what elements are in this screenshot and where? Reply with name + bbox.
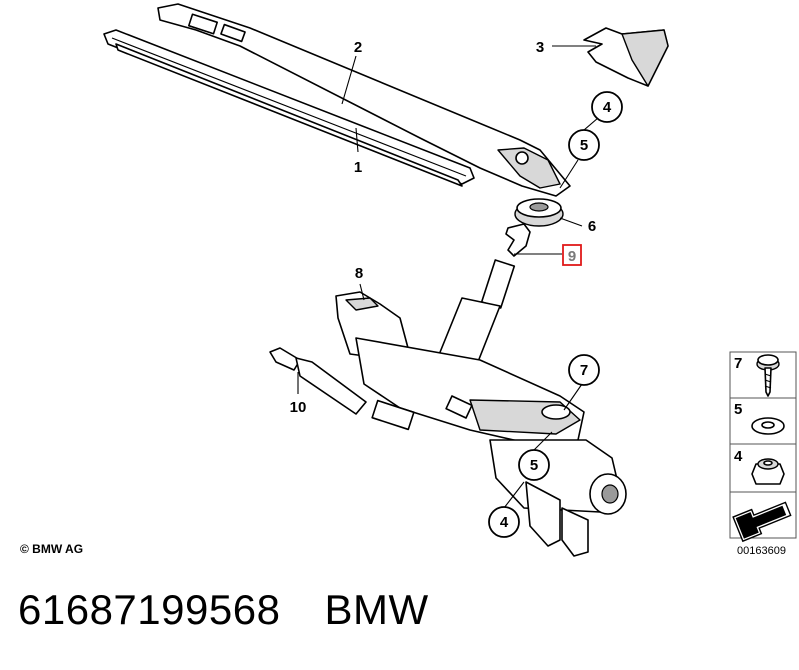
part-caption: 61687199568 BMW xyxy=(18,586,429,634)
svg-text:6: 6 xyxy=(588,218,596,235)
svg-text:3: 3 xyxy=(536,39,544,56)
callout-1: 1 xyxy=(354,159,362,176)
part-number: 61687199568 xyxy=(18,586,281,633)
callout-5-top: 5 xyxy=(568,129,600,161)
copyright: © BMW AG xyxy=(20,542,83,556)
hardware-legend: 7 5 4 xyxy=(729,351,797,543)
callout-7: 7 xyxy=(568,354,600,386)
washer-icon xyxy=(751,417,785,435)
leader-lines xyxy=(297,45,599,509)
svg-text:4: 4 xyxy=(500,514,509,531)
nut-icon xyxy=(751,458,785,485)
grommet xyxy=(514,198,564,227)
svg-text:1: 1 xyxy=(354,159,362,176)
svg-text:10: 10 xyxy=(290,399,307,416)
svg-text:4: 4 xyxy=(603,99,612,116)
callout-4-bottom: 4 xyxy=(488,506,520,538)
diagram-code: 00163609 xyxy=(737,545,786,557)
callout-5-bottom: 5 xyxy=(518,449,550,481)
svg-text:5: 5 xyxy=(530,457,538,474)
direction-arrow-icon xyxy=(732,501,792,543)
svg-text:9: 9 xyxy=(568,248,576,265)
washer-nozzle xyxy=(269,347,367,415)
callout-4-top: 4 xyxy=(591,91,623,123)
svg-text:5: 5 xyxy=(580,137,588,154)
legend-label-7: 7 xyxy=(734,355,742,372)
wiper-arm xyxy=(157,3,571,197)
legend-label-4: 4 xyxy=(734,448,743,465)
brand-name: BMW xyxy=(324,586,429,633)
callout-10: 10 xyxy=(290,399,307,416)
arm-cap xyxy=(583,27,669,87)
bolt-icon xyxy=(756,354,780,397)
callout-2: 2 xyxy=(354,39,362,56)
callout-9-highlighted: 9 xyxy=(562,244,582,266)
legend-label-5: 5 xyxy=(734,401,742,418)
svg-text:8: 8 xyxy=(355,265,363,282)
wiper-blade xyxy=(103,29,475,187)
callout-6: 6 xyxy=(588,218,596,235)
svg-text:7: 7 xyxy=(580,362,588,379)
wiper-motor xyxy=(335,259,627,557)
wiper-clip xyxy=(505,223,531,257)
callout-8: 8 xyxy=(355,265,363,282)
callout-3: 3 xyxy=(536,39,544,56)
svg-text:2: 2 xyxy=(354,39,362,56)
